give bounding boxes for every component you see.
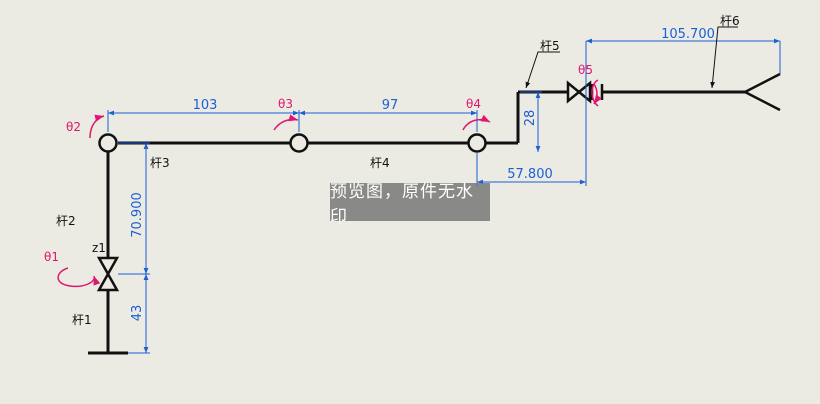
dim-28-label: 28 — [523, 110, 538, 127]
rod5-leader — [525, 51, 560, 89]
dim-97-label: 97 — [382, 98, 399, 113]
rotation-arrow-theta4 — [462, 114, 491, 131]
revolute-joint-3 — [289, 133, 309, 153]
watermark-banner: 预览图，原件无水印 — [330, 182, 490, 227]
rod5-label: 杆5 — [540, 39, 560, 53]
theta1-label: θ1 — [44, 250, 59, 264]
dim-70-9-label: 70.900 — [130, 192, 145, 238]
rod3-label: 杆3 — [150, 156, 170, 170]
rod6-leader — [710, 26, 738, 89]
gripper-end-effector — [744, 72, 781, 112]
revolute-joint-4 — [467, 133, 487, 153]
dim-105-7-label: 105.700 — [661, 27, 715, 42]
rod6-label: 杆6 — [720, 14, 740, 28]
watermark-text: 预览图，原件无水印 — [330, 182, 474, 227]
rotation-arrow-theta3 — [273, 114, 299, 131]
dim-103-label: 103 — [193, 98, 218, 113]
dim-43-label: 43 — [130, 305, 145, 322]
theta4-label: θ4 — [466, 97, 481, 111]
rod4-label: 杆4 — [370, 156, 390, 170]
prismatic-joint-z1 — [96, 256, 120, 292]
revolute-joint-2 — [98, 133, 118, 153]
rotation-arrow-theta2 — [89, 114, 105, 139]
theta2-label: θ2 — [66, 120, 81, 134]
theta3-label: θ3 — [278, 97, 293, 111]
rod1-label: 杆1 — [72, 313, 92, 327]
rod2-label: 杆2 — [56, 214, 76, 228]
theta5-label: θ5 — [578, 63, 593, 77]
dim-57-8-label: 57.800 — [507, 167, 553, 182]
rotation-arrow-theta1 — [57, 267, 101, 288]
z1-label: z1 — [92, 241, 106, 255]
rotation-arrow-theta5 — [591, 79, 599, 107]
